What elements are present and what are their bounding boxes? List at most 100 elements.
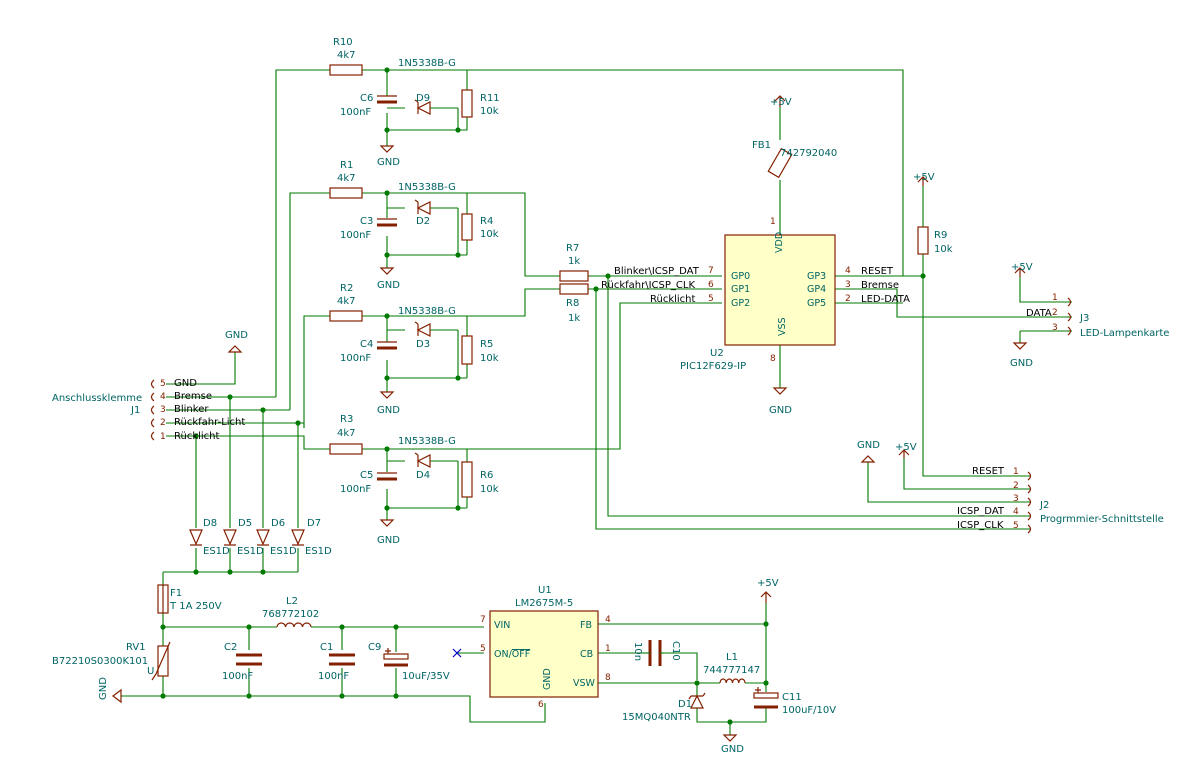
r10-value: 4k7 bbox=[337, 50, 356, 61]
channel-r2: R2 4k7 1N5338B-G C4 100nF D3 R5 10k GND bbox=[329, 283, 499, 416]
channel-r10: R10 4k7 1N5338B-G C6 100nF D9 R11 10k GN… bbox=[329, 37, 500, 168]
j1-pin-5: 5 bbox=[160, 379, 166, 389]
d1-value: 15MQ040NTR bbox=[622, 712, 691, 723]
r7-value: 1k bbox=[568, 256, 580, 267]
j3-name: LED-Lampenkarte bbox=[1080, 328, 1169, 339]
p5v-label-r9: +5V bbox=[913, 172, 935, 183]
gnd-label-j1: GND bbox=[225, 330, 248, 341]
j2-ref: J2 bbox=[1039, 500, 1049, 511]
c9-value: 10uF/35V bbox=[402, 671, 450, 682]
u2-pin-num-8: 8 bbox=[770, 354, 776, 364]
capacitor-c6 bbox=[377, 95, 397, 104]
j1-pin-2: 2 bbox=[160, 418, 166, 428]
u1-value: LM2675M-5 bbox=[515, 598, 573, 609]
u1-pin-onoff: ON/OFF bbox=[494, 649, 530, 660]
u1-pin-off-bar: OFF bbox=[512, 649, 530, 660]
u1-body bbox=[489, 610, 599, 698]
resistor-r2 bbox=[329, 310, 363, 322]
u2-value: PIC12F629-IP bbox=[680, 361, 746, 372]
u1-pin-cb: CB bbox=[580, 649, 593, 660]
c3-ref: C3 bbox=[360, 216, 373, 227]
j2-name: Progrmmier-Schnittstelle bbox=[1040, 514, 1164, 525]
p5v-label-j2: +5V bbox=[895, 442, 917, 453]
gnd-label-u1: GND bbox=[721, 744, 744, 755]
j1-pin-1: 1 bbox=[160, 432, 166, 442]
capacitor-c5 bbox=[377, 472, 397, 481]
p5v-label-u1: +5V bbox=[757, 578, 779, 589]
inductor-l2 bbox=[276, 622, 312, 628]
d6-value: ES1D bbox=[270, 546, 297, 557]
j3-ref: J3 bbox=[1079, 313, 1089, 324]
u1-pin-num-8: 8 bbox=[605, 673, 611, 683]
j2-label-reset: RESET bbox=[972, 466, 1005, 477]
no-connect-mark bbox=[452, 648, 462, 658]
es1d-diodes: D8 ES1D D5 ES1D D6 ES1D D7 ES1D bbox=[189, 518, 332, 557]
resistor-r5 bbox=[461, 335, 473, 365]
capacitor-c4 bbox=[377, 341, 397, 350]
j3-pin-1: 1 bbox=[1052, 293, 1058, 303]
u2-pin-num-1: 1 bbox=[770, 217, 776, 227]
u1-pin-fb: FB bbox=[580, 620, 592, 631]
d9-ref: D9 bbox=[416, 93, 430, 104]
r6-ref: R6 bbox=[480, 470, 493, 481]
net-ruecklicht: Rücklicht bbox=[650, 294, 696, 305]
u2-pin-gp0: GP0 bbox=[731, 271, 750, 282]
capacitor-c2 bbox=[236, 653, 262, 666]
ground-symbol bbox=[379, 391, 395, 399]
u2-pin-vss: VSS bbox=[777, 317, 788, 336]
capacitor-c1 bbox=[329, 653, 355, 666]
c2-ref: C2 bbox=[224, 642, 237, 653]
c6-value: 100nF bbox=[340, 107, 371, 118]
d7-ref: D7 bbox=[307, 518, 321, 529]
d7-value: ES1D bbox=[305, 546, 332, 557]
rv1-ref: RV1 bbox=[126, 642, 146, 653]
u2-pin-gp3: GP3 bbox=[807, 271, 826, 282]
c5-ref: C5 bbox=[360, 470, 373, 481]
j1-name: Anschlussklemme bbox=[52, 393, 142, 404]
u2-pin-num-3: 3 bbox=[845, 280, 851, 290]
r8-value: 1k bbox=[568, 313, 580, 324]
schottky-diode-d1 bbox=[688, 692, 706, 709]
gnd-label-u2: GND bbox=[769, 405, 792, 416]
net-rueckfahr-icsp-clk: Rückfahr\ICSP_CLK bbox=[601, 280, 695, 291]
u1-pin-vin: VIN bbox=[494, 620, 510, 631]
r4-ref: R4 bbox=[480, 216, 493, 227]
junctions bbox=[160, 67, 926, 725]
microcontroller-u2: VDD VSS GP0 GP1 GP2 GP3 GP4 GP5 1 8 7 6 … bbox=[680, 217, 851, 372]
resistor-r1 bbox=[329, 187, 363, 199]
l2-ref: L2 bbox=[286, 596, 298, 607]
r7-ref: R7 bbox=[566, 243, 579, 254]
u1-pin-on: ON/ bbox=[494, 649, 513, 660]
gnd-label-input: GND bbox=[98, 677, 109, 700]
u2-ref: U2 bbox=[710, 348, 724, 359]
d2-ref: D2 bbox=[416, 216, 430, 227]
gnd-label-j3: GND bbox=[1010, 358, 1033, 369]
u1-pin-vsw: VSW bbox=[573, 678, 596, 689]
gnd-label-j2: GND bbox=[857, 440, 880, 451]
d3-ref: D3 bbox=[416, 339, 430, 350]
resistor-r6 bbox=[461, 461, 473, 498]
ground-symbol bbox=[379, 145, 395, 153]
u2-pin-gp5: GP5 bbox=[807, 298, 826, 309]
u1-ref: U1 bbox=[538, 585, 552, 596]
gnd-label: GND bbox=[377, 535, 400, 546]
u1-pin-gnd: GND bbox=[542, 668, 553, 690]
j1-ref: J1 bbox=[130, 405, 140, 416]
resistor-r11 bbox=[461, 89, 473, 118]
j1-label-blinker: Blinker bbox=[174, 404, 209, 415]
d5-ref: D5 bbox=[238, 518, 252, 529]
r5-ref: R5 bbox=[480, 339, 493, 350]
d8-value: ES1D bbox=[203, 546, 230, 557]
c3-value: 100nF bbox=[340, 230, 371, 241]
rv1-value: B72210S0300K101 bbox=[52, 656, 148, 667]
zener-value-3: 1N5338B-G bbox=[398, 306, 456, 317]
u2-pin-gp2: GP2 bbox=[731, 298, 750, 309]
j1-label-rueckfahr: Rückfahr-Licht bbox=[174, 417, 245, 428]
l1-ref: L1 bbox=[726, 652, 738, 663]
c4-value: 100nF bbox=[340, 353, 371, 364]
u2-pin-num-5: 5 bbox=[708, 294, 714, 304]
r5-value: 10k bbox=[480, 353, 499, 364]
capacitor-c11 bbox=[753, 687, 779, 709]
u2-body bbox=[724, 234, 836, 346]
resistor-r9-group: R9 10k bbox=[917, 226, 953, 255]
